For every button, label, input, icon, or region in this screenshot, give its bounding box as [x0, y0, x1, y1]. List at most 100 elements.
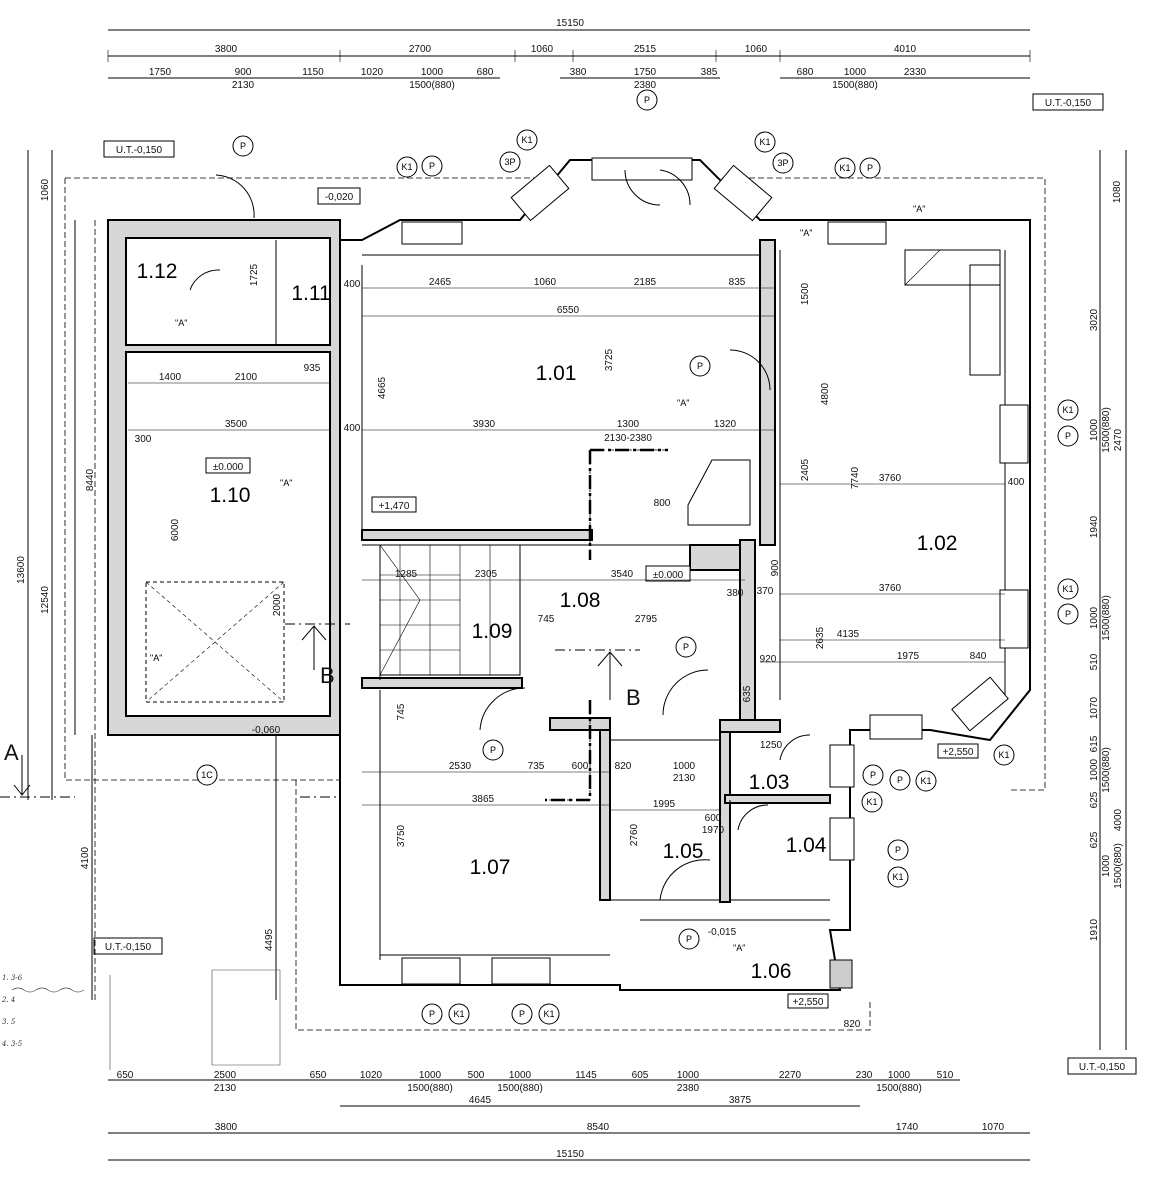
dim-text: 1060 [534, 277, 557, 288]
tag-text: P [867, 163, 873, 173]
dim-text: 1250 [760, 740, 783, 751]
dim-text: 2465 [429, 277, 452, 288]
level-tag: U.T.-0,150 [116, 145, 163, 156]
dim-text: 835 [729, 277, 746, 288]
tag-1c: 1C [196, 764, 218, 786]
dim-text: 12540 [40, 586, 51, 614]
top-row2-dim: 1750 [149, 67, 172, 78]
hand-note: 4. 3-5 [1, 1040, 23, 1048]
dim-text: 1000 [1089, 418, 1100, 441]
tag-text: P [490, 745, 496, 755]
dim-text: 3760 [879, 583, 902, 594]
dim-text: 1995 [653, 799, 676, 810]
dim-text: 3800 [215, 1122, 238, 1133]
tag-p: P [1057, 603, 1079, 625]
top-total-dim: 15150 [556, 18, 584, 29]
tag-p: P [862, 764, 884, 786]
top-row2-dim: 900 [235, 67, 252, 78]
room-label-1.07: 1.07 [470, 856, 511, 879]
dim-text: 4495 [264, 928, 275, 951]
section-mark-a: A [4, 740, 19, 765]
tag-p: P [482, 739, 504, 761]
dim-text: 900 [770, 559, 781, 576]
tag-k1: K1 [993, 744, 1015, 766]
tag-k1: K1 [516, 129, 538, 151]
tag-k1: K1 [396, 156, 418, 178]
room-label-1.02: 1.02 [917, 532, 958, 555]
interior-levels: ±0.000 ±0.000 +1,470 -0,060 -0,015 +2,55… [205, 457, 979, 1009]
dim-text: 2405 [800, 458, 811, 481]
dim-text: 3540 [611, 569, 634, 580]
level-mark: +2,550 [943, 747, 974, 758]
dim-text: 935 [304, 363, 321, 374]
level-tags: U.T.-0,150 U.T.-0,150 U.T.-0,150 U.T.-0,… [93, 93, 1137, 1075]
dim-text: 15150 [556, 1149, 584, 1160]
dim-text: 1000 [509, 1070, 532, 1081]
top-row2-dim: 1020 [361, 67, 384, 78]
dim-text: 1910 [1089, 918, 1100, 941]
tag-p: P [889, 769, 911, 791]
tag-text: P [644, 95, 650, 105]
walls [107, 159, 1031, 991]
tag-text: P [697, 361, 703, 371]
dim-text: 1000 [888, 1070, 911, 1081]
tag-k1: K1 [448, 1003, 470, 1025]
level-mark: +1,470 [379, 501, 410, 512]
tag-text: P [683, 642, 689, 652]
dim-text: 1300 [617, 419, 640, 430]
dim-text: 510 [1089, 653, 1100, 670]
dim-text: 1500(880) [876, 1083, 922, 1094]
windows [401, 157, 1029, 989]
doors [189, 169, 811, 901]
tag-a: "A" [175, 318, 187, 328]
tag-k1: K1 [861, 791, 883, 813]
tag-text: K1 [1062, 584, 1073, 594]
tag-3p: 3P [772, 152, 794, 174]
hand-note: 1. 3-6 [2, 974, 23, 982]
tag-text: K1 [866, 797, 877, 807]
top-row2-dim: 385 [701, 67, 718, 78]
tag-text: P [519, 1009, 525, 1019]
room-label-1.04: 1.04 [786, 834, 827, 857]
top-dimension-chains: 15150 3800 2700 1060 2515 1060 4010 1750… [107, 18, 1031, 91]
dim-text: 2000 [272, 593, 283, 616]
dim-text: 1970 [702, 825, 725, 836]
room-label-1.05: 1.05 [663, 840, 704, 863]
tag-a: "A" [913, 204, 925, 214]
dim-text: 3020 [1089, 308, 1100, 331]
room-label-1.03: 1.03 [749, 771, 790, 794]
top-row1-dim: 4010 [894, 44, 917, 55]
dim-text: 1500 [800, 282, 811, 305]
dim-text: 3875 [729, 1095, 752, 1106]
dim-text: 840 [970, 651, 987, 662]
dim-text: 2380 [677, 1083, 700, 1094]
dim-text: 4100 [80, 846, 91, 869]
tag-a: "A" [280, 478, 292, 488]
dim-text: 2130 [673, 773, 696, 784]
section-mark-b: B [626, 685, 641, 710]
level-tag: U.T.-0,150 [1045, 98, 1092, 109]
top-row2-dim: 2330 [904, 67, 927, 78]
tag-k1: K1 [1057, 578, 1079, 600]
dim-text: 2470 [1113, 428, 1124, 451]
top-row2-dim: 1500(880) [832, 80, 878, 91]
dim-text: 2530 [449, 761, 472, 772]
tag-p: P [636, 89, 658, 111]
handwritten-notes: 1. 3-6 2. 4 3. 5 4. 3-5 [1, 969, 281, 1070]
level-mark: ±0.000 [213, 462, 244, 473]
dim-text: 400 [344, 279, 361, 290]
dim-text: 4800 [820, 382, 831, 405]
dim-text: 635 [742, 685, 753, 702]
dim-text: 6000 [170, 518, 181, 541]
section-markers: A B B [0, 623, 641, 798]
dim-text: 2635 [815, 626, 826, 649]
tag-text: K1 [401, 162, 412, 172]
stairs [379, 544, 521, 676]
dim-text: 1940 [1089, 515, 1100, 538]
tag-k1: K1 [538, 1003, 560, 1025]
top-row1-dim: 2700 [409, 44, 432, 55]
dim-text: 4000 [1113, 808, 1124, 831]
dim-text: 650 [310, 1070, 327, 1081]
tag-text: P [1065, 431, 1071, 441]
dim-text: 1500(880) [1113, 843, 1124, 889]
